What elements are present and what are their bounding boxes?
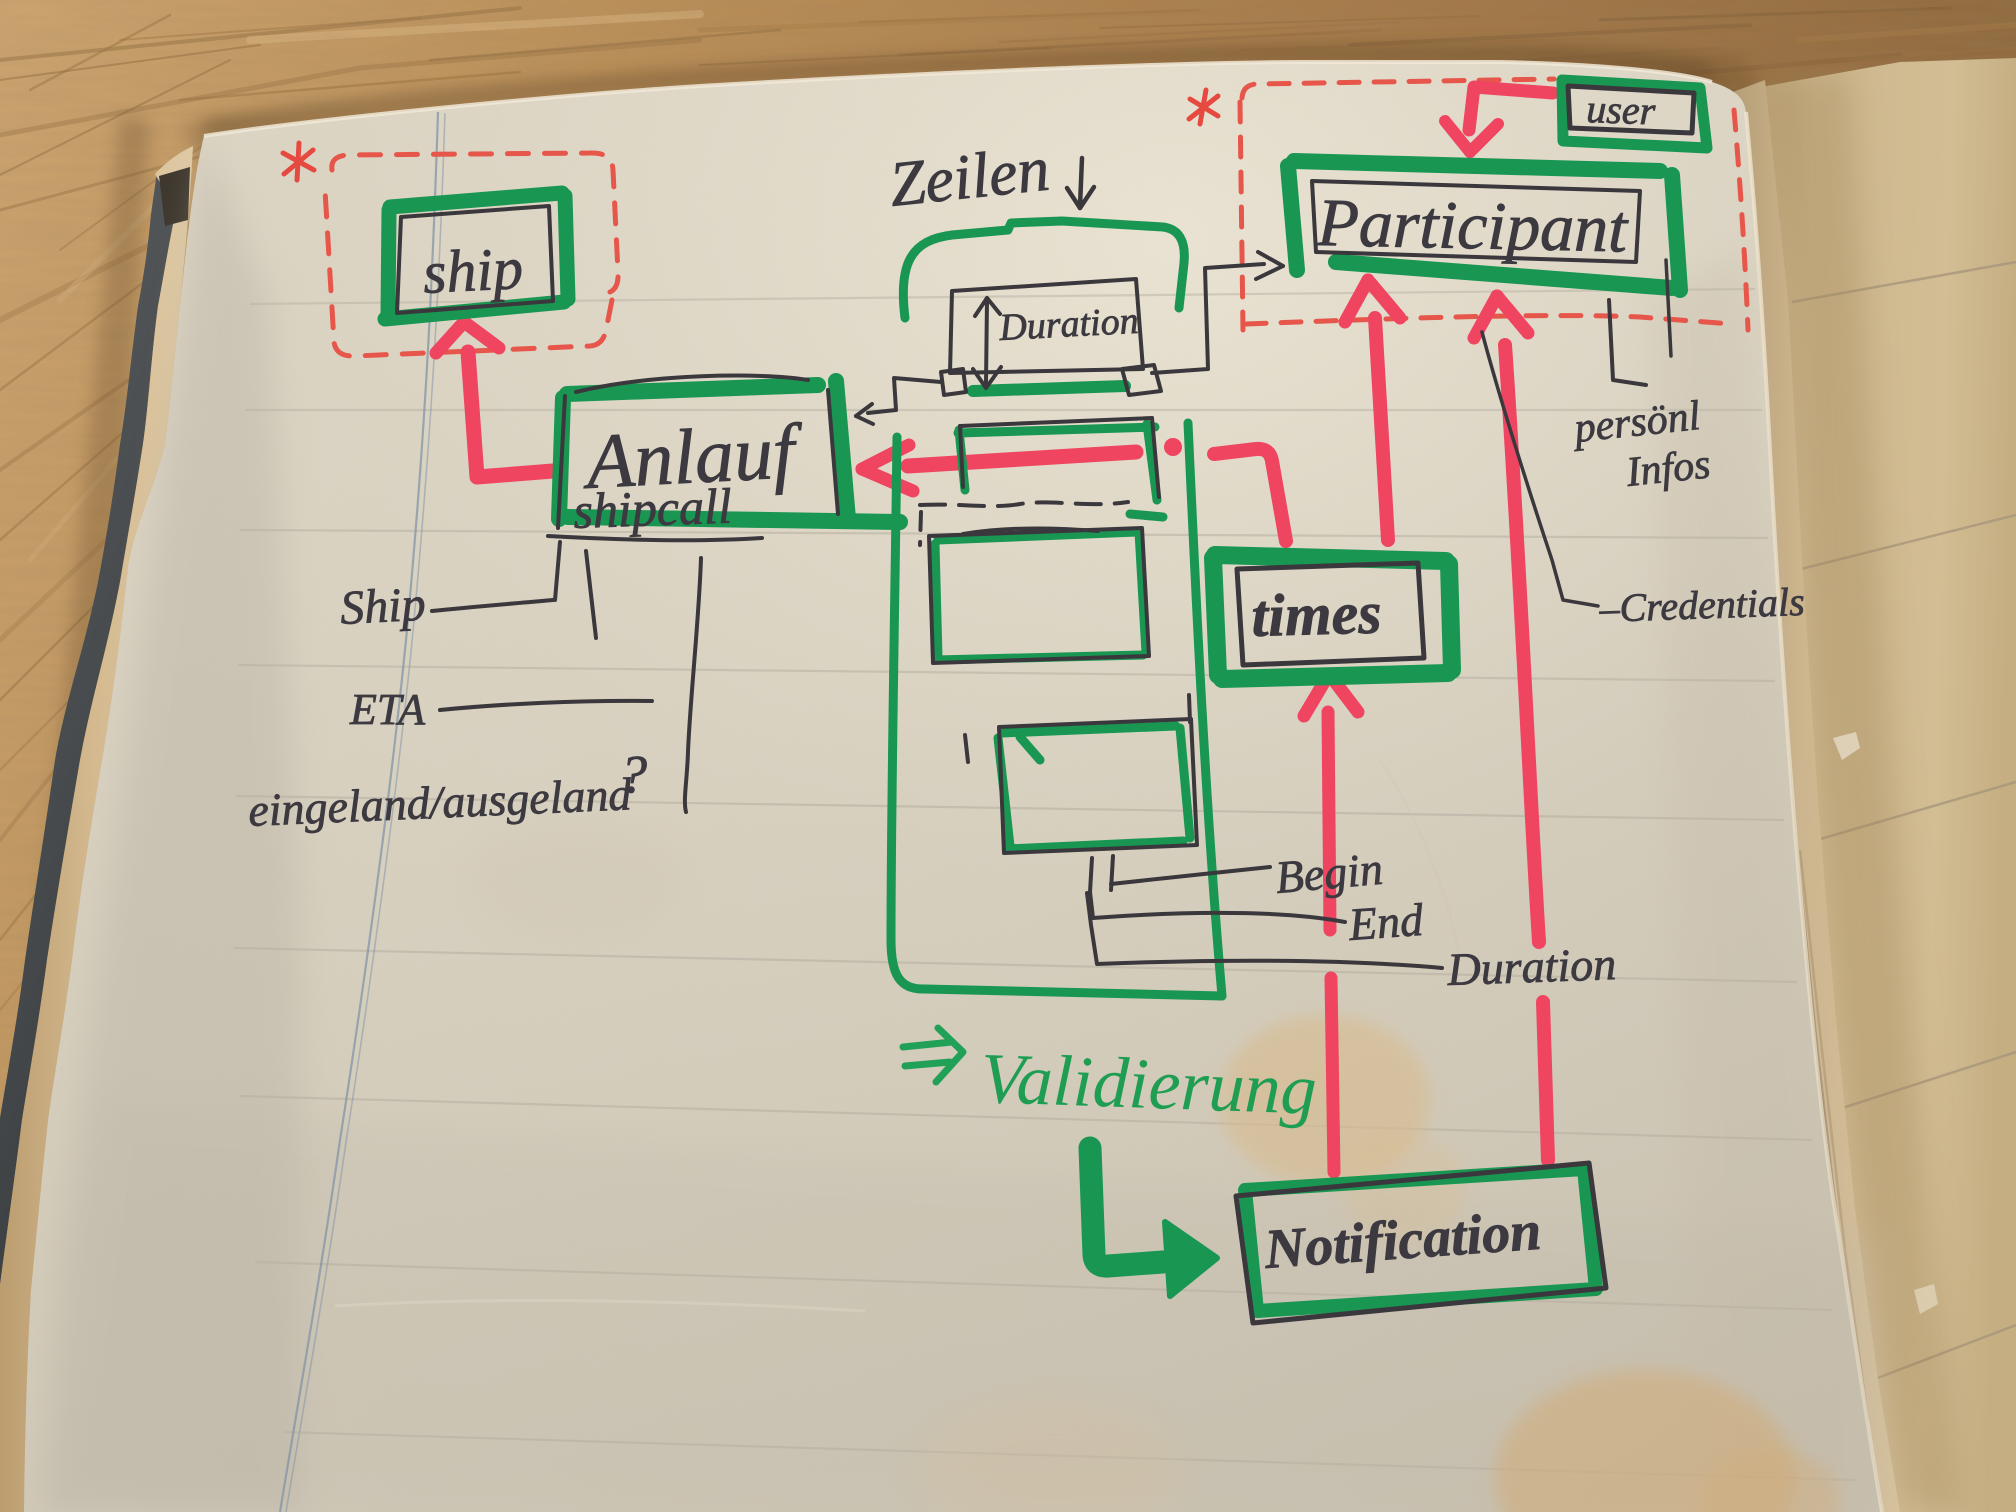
svg-text:Anlauf: Anlauf [579, 407, 806, 506]
svg-text:user: user [1586, 86, 1657, 133]
svg-text:–Credentials: –Credentials [1598, 579, 1806, 631]
svg-text:times: times [1251, 580, 1383, 649]
svg-text:?: ? [620, 744, 647, 804]
svg-text:ship: ship [421, 235, 524, 306]
svg-text:Infos: Infos [1623, 441, 1712, 496]
svg-text:End: End [1346, 894, 1425, 950]
svg-text:Duration: Duration [1446, 938, 1617, 995]
svg-text:shipcall: shipcall [572, 478, 732, 539]
svg-text:Participant: Participant [1316, 184, 1630, 267]
svg-text:ETA: ETA [349, 685, 426, 734]
svg-text:Zeilen: Zeilen [886, 133, 1053, 220]
svg-text:Begin: Begin [1273, 843, 1384, 903]
svg-text:Ship: Ship [339, 578, 427, 635]
svg-text:Validierung: Validierung [979, 1038, 1318, 1130]
svg-text:Duration: Duration [997, 300, 1139, 349]
